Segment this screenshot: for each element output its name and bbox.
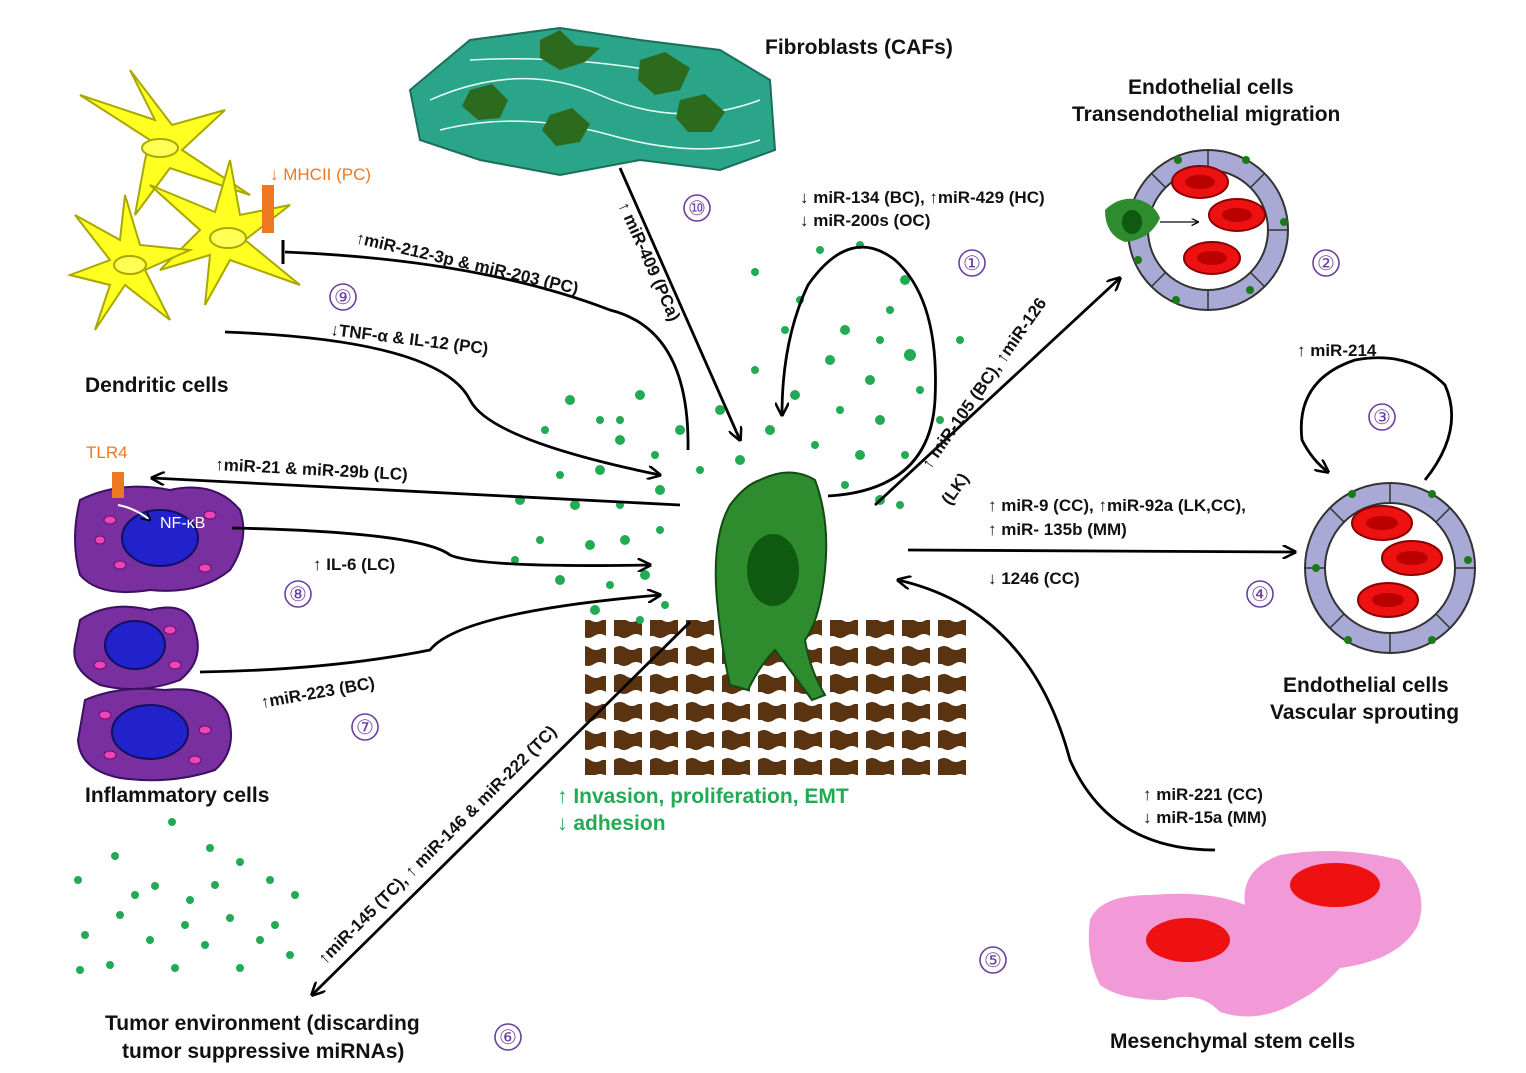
marker-5: ⑤ <box>979 946 1007 974</box>
annotation-sprout-3: ↓ 1246 (CC) <box>988 569 1080 588</box>
fibroblasts-cluster <box>408 26 777 177</box>
number-markers: ① ② ③ ④ ⑤ ⑥ ⑦ ⑧ ⑨ ⑩ <box>284 194 1396 1051</box>
annotation-sprout-1: ↑ miR-9 (CC), ↑miR-92a (LK,CC), <box>988 496 1246 515</box>
mhcii-receptor <box>262 185 274 233</box>
annotation-infl-1: ↑miR-21 & miR-29b (LC) <box>215 455 408 484</box>
annotation-msc-1: ↑ miR-221 (CC) <box>1143 785 1263 804</box>
svg-text:⑥: ⑥ <box>499 1027 517 1049</box>
annotation-dc-2: ↓TNF-α & IL-12 (PC) <box>330 320 490 358</box>
fibroblasts-label: Fibroblasts (CAFs) <box>765 36 953 59</box>
dendritic-cells <box>66 69 301 331</box>
annotation-infl-2: ↑ IL-6 (LC) <box>313 555 395 574</box>
endothelial-top-label-1: Endothelial cells <box>1128 76 1294 99</box>
annotation-fibro: ↑ miR-409 (PCa) <box>614 199 684 324</box>
dendritic-label: Dendritic cells <box>85 374 229 397</box>
marker-2: ② <box>1312 249 1340 277</box>
endothelial-bottom-label-2: Vascular sprouting <box>1270 701 1459 724</box>
annotation-sprout-2: ↑ miR- 135b (MM) <box>988 520 1127 539</box>
tumor-env-label-2: tumor suppressive miRNAs) <box>122 1040 404 1063</box>
annotation-migration-2: (LK) <box>938 470 973 509</box>
exosome-cloud <box>511 241 964 624</box>
annotation-msc-2: ↓ miR-15a (MM) <box>1143 808 1267 827</box>
outcome-label-1: ↑ Invasion, proliferation, EMT <box>557 785 849 808</box>
svg-text:⑦: ⑦ <box>356 717 374 739</box>
annotation-migration-1: ↑ miR-105 (BC), ↑miR-126 <box>918 294 1051 472</box>
endothelial-bottom-label-1: Endothelial cells <box>1283 674 1449 697</box>
vessel-sprouting <box>1304 482 1476 654</box>
svg-text:①: ① <box>963 253 981 275</box>
svg-text:⑧: ⑧ <box>289 584 307 606</box>
marker-6: ⑥ <box>494 1023 522 1051</box>
nfkb-arrow <box>117 504 150 520</box>
discarded-mirna-dots <box>74 818 299 974</box>
svg-text:②: ② <box>1317 253 1335 275</box>
svg-text:⑤: ⑤ <box>984 950 1002 972</box>
arrows <box>152 167 1454 995</box>
annotation-dc-1: ↑miR-212-3p & miR-203 (PC) <box>354 228 580 298</box>
svg-text:⑨: ⑨ <box>334 287 352 309</box>
mesenchymal-stem-cells <box>1088 851 1422 1017</box>
tumor-env-label-1: Tumor environment (discarding <box>105 1012 420 1035</box>
annotation-self-1: ↓ miR-134 (BC), ↑miR-429 (HC) <box>800 188 1045 207</box>
tumor-cell <box>714 471 828 702</box>
vessel-transendothelial <box>1105 149 1289 311</box>
nfkb-label: NF-κB <box>160 515 205 532</box>
endothelial-top-label-2: Transendothelial migration <box>1072 103 1340 126</box>
tlr4-label: TLR4 <box>86 443 128 462</box>
inflammatory-cells <box>73 485 245 782</box>
marker-8: ⑧ <box>284 580 312 608</box>
svg-text:④: ④ <box>1251 584 1269 606</box>
annotation-sprout-self: ↑ miR-214 <box>1297 341 1377 360</box>
marker-7: ⑦ <box>351 713 379 741</box>
annotation-tumor-env: ↑miR-145 (TC), ↑ miR-146 & miR-222 (TC) <box>314 722 560 968</box>
msc-label: Mesenchymal stem cells <box>1110 1030 1355 1053</box>
marker-1: ① <box>958 249 986 277</box>
mhcii-label: ↓ MHCII (PC) <box>270 165 371 184</box>
marker-10: ⑩ <box>683 194 711 222</box>
marker-3: ③ <box>1368 403 1396 431</box>
marker-9: ⑨ <box>329 283 357 311</box>
svg-text:⑩: ⑩ <box>688 198 706 220</box>
tlr4-receptor <box>112 472 124 498</box>
inflammatory-label: Inflammatory cells <box>85 784 269 807</box>
marker-4: ④ <box>1246 580 1274 608</box>
annotation-self-2: ↓ miR-200s (OC) <box>800 211 930 230</box>
outcome-label-2: ↓ adhesion <box>557 812 666 835</box>
svg-text:③: ③ <box>1373 407 1391 429</box>
annotation-infl-3: ↑miR-223 (BC) <box>259 673 376 712</box>
